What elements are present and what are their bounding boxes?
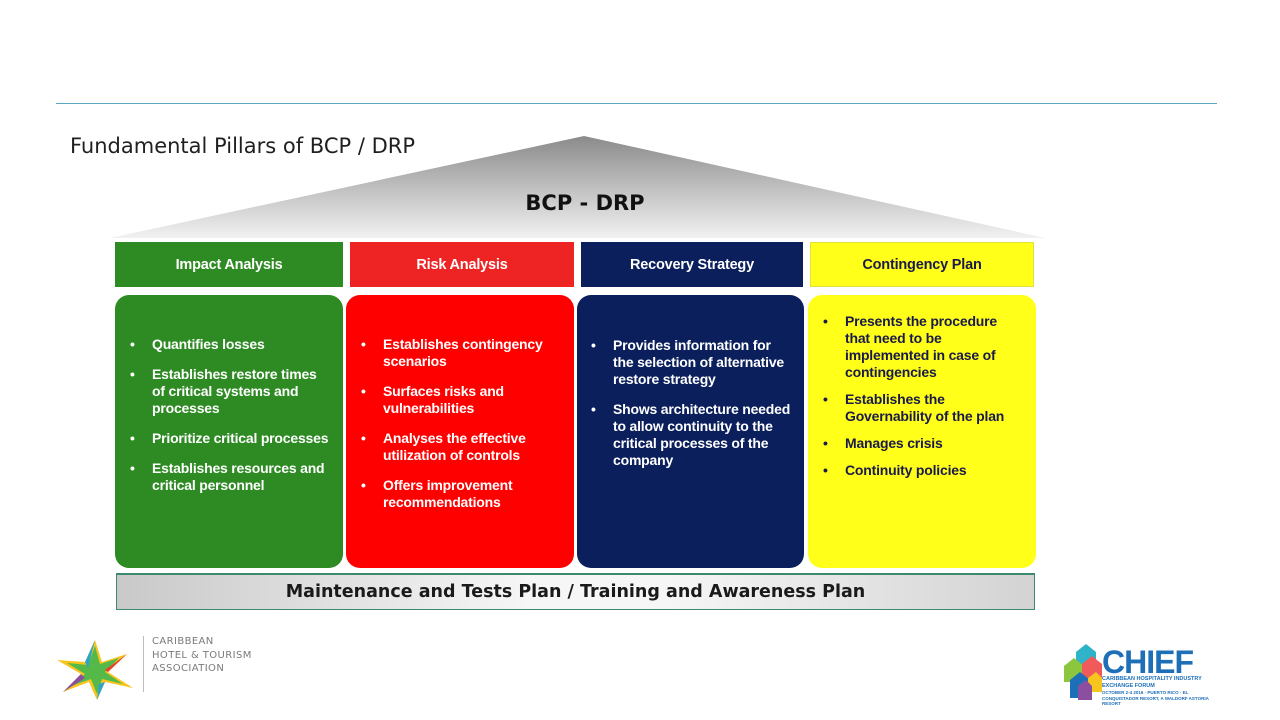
chief-logo-subtitle: CARIBBEAN HOSPITALITY INDUSTRY EXCHANGE … (1102, 676, 1202, 689)
list-item: Presents the procedure that need to be i… (823, 313, 1024, 381)
pillar-header-label: Recovery Strategy (630, 256, 754, 273)
logo-divider (143, 636, 144, 692)
pillar-header-contingency-plan: Contingency Plan (810, 242, 1034, 287)
list-item: Continuity policies (823, 462, 1024, 479)
pillar-body-impact-analysis: Quantifies losses Establishes restore ti… (115, 295, 343, 568)
roof-label: BCP - DRP (525, 191, 645, 215)
bullet-list: Presents the procedure that need to be i… (823, 313, 1024, 479)
list-item: Shows architecture needed to allow conti… (591, 401, 792, 469)
logo-line: HOTEL & TOURISM (152, 649, 252, 661)
pillar-header-label: Contingency Plan (862, 256, 982, 273)
pillar-header-label: Impact Analysis (175, 256, 283, 273)
base-foundation-bar: Maintenance and Tests Plan / Training an… (116, 573, 1035, 610)
bullet-list: Quantifies losses Establishes restore ti… (130, 336, 333, 494)
list-item: Analyses the effective utilization of co… (361, 430, 562, 464)
slide-title: Fundamental Pillars of BCP / DRP (70, 134, 416, 158)
base-label: Maintenance and Tests Plan / Training an… (285, 582, 866, 602)
list-item: Establishes restore times of critical sy… (130, 366, 333, 417)
list-item: Establishes resources and critical perso… (130, 460, 333, 494)
association-logo-text: CARIBBEAN HOTEL & TOURISM ASSOCIATION (152, 635, 252, 676)
pillar-header-risk-analysis: Risk Analysis (350, 242, 574, 287)
roof-triangle (110, 136, 1045, 238)
top-rule (56, 103, 1217, 104)
list-item: Establishes the Governability of the pla… (823, 391, 1024, 425)
list-item: Manages crisis (823, 435, 1024, 452)
list-item: Quantifies losses (130, 336, 333, 353)
chief-house-logo-icon (1064, 644, 1102, 700)
list-item: Surfaces risks and vulnerabilities (361, 383, 562, 417)
pillar-header-recovery-strategy: Recovery Strategy (581, 242, 803, 287)
star-logo-icon (57, 640, 133, 700)
logo-line: ASSOCIATION (152, 663, 225, 674)
pillar-body-recovery-strategy: Provides information for the selection o… (577, 295, 804, 568)
list-item: Provides information for the selection o… (591, 337, 792, 388)
list-item: Offers improvement recommendations (361, 477, 562, 511)
pillar-header-impact-analysis: Impact Analysis (115, 242, 343, 287)
chief-logo-word: CHIEF (1102, 644, 1194, 680)
bullet-list: Provides information for the selection o… (591, 337, 792, 469)
chief-logo-event-info: OCTOBER 2-4 2016 · PUERTO RICO · EL CONQ… (1102, 690, 1209, 706)
list-item: Establishes contingency scenarios (361, 336, 562, 370)
bullet-list: Establishes contingency scenarios Surfac… (361, 336, 562, 511)
logo-line: CARIBBEAN (152, 636, 214, 647)
list-item: Prioritize critical processes (130, 430, 333, 447)
pillar-body-contingency-plan: Presents the procedure that need to be i… (808, 295, 1036, 568)
pillar-body-risk-analysis: Establishes contingency scenarios Surfac… (346, 295, 574, 568)
pillar-header-label: Risk Analysis (416, 256, 508, 273)
